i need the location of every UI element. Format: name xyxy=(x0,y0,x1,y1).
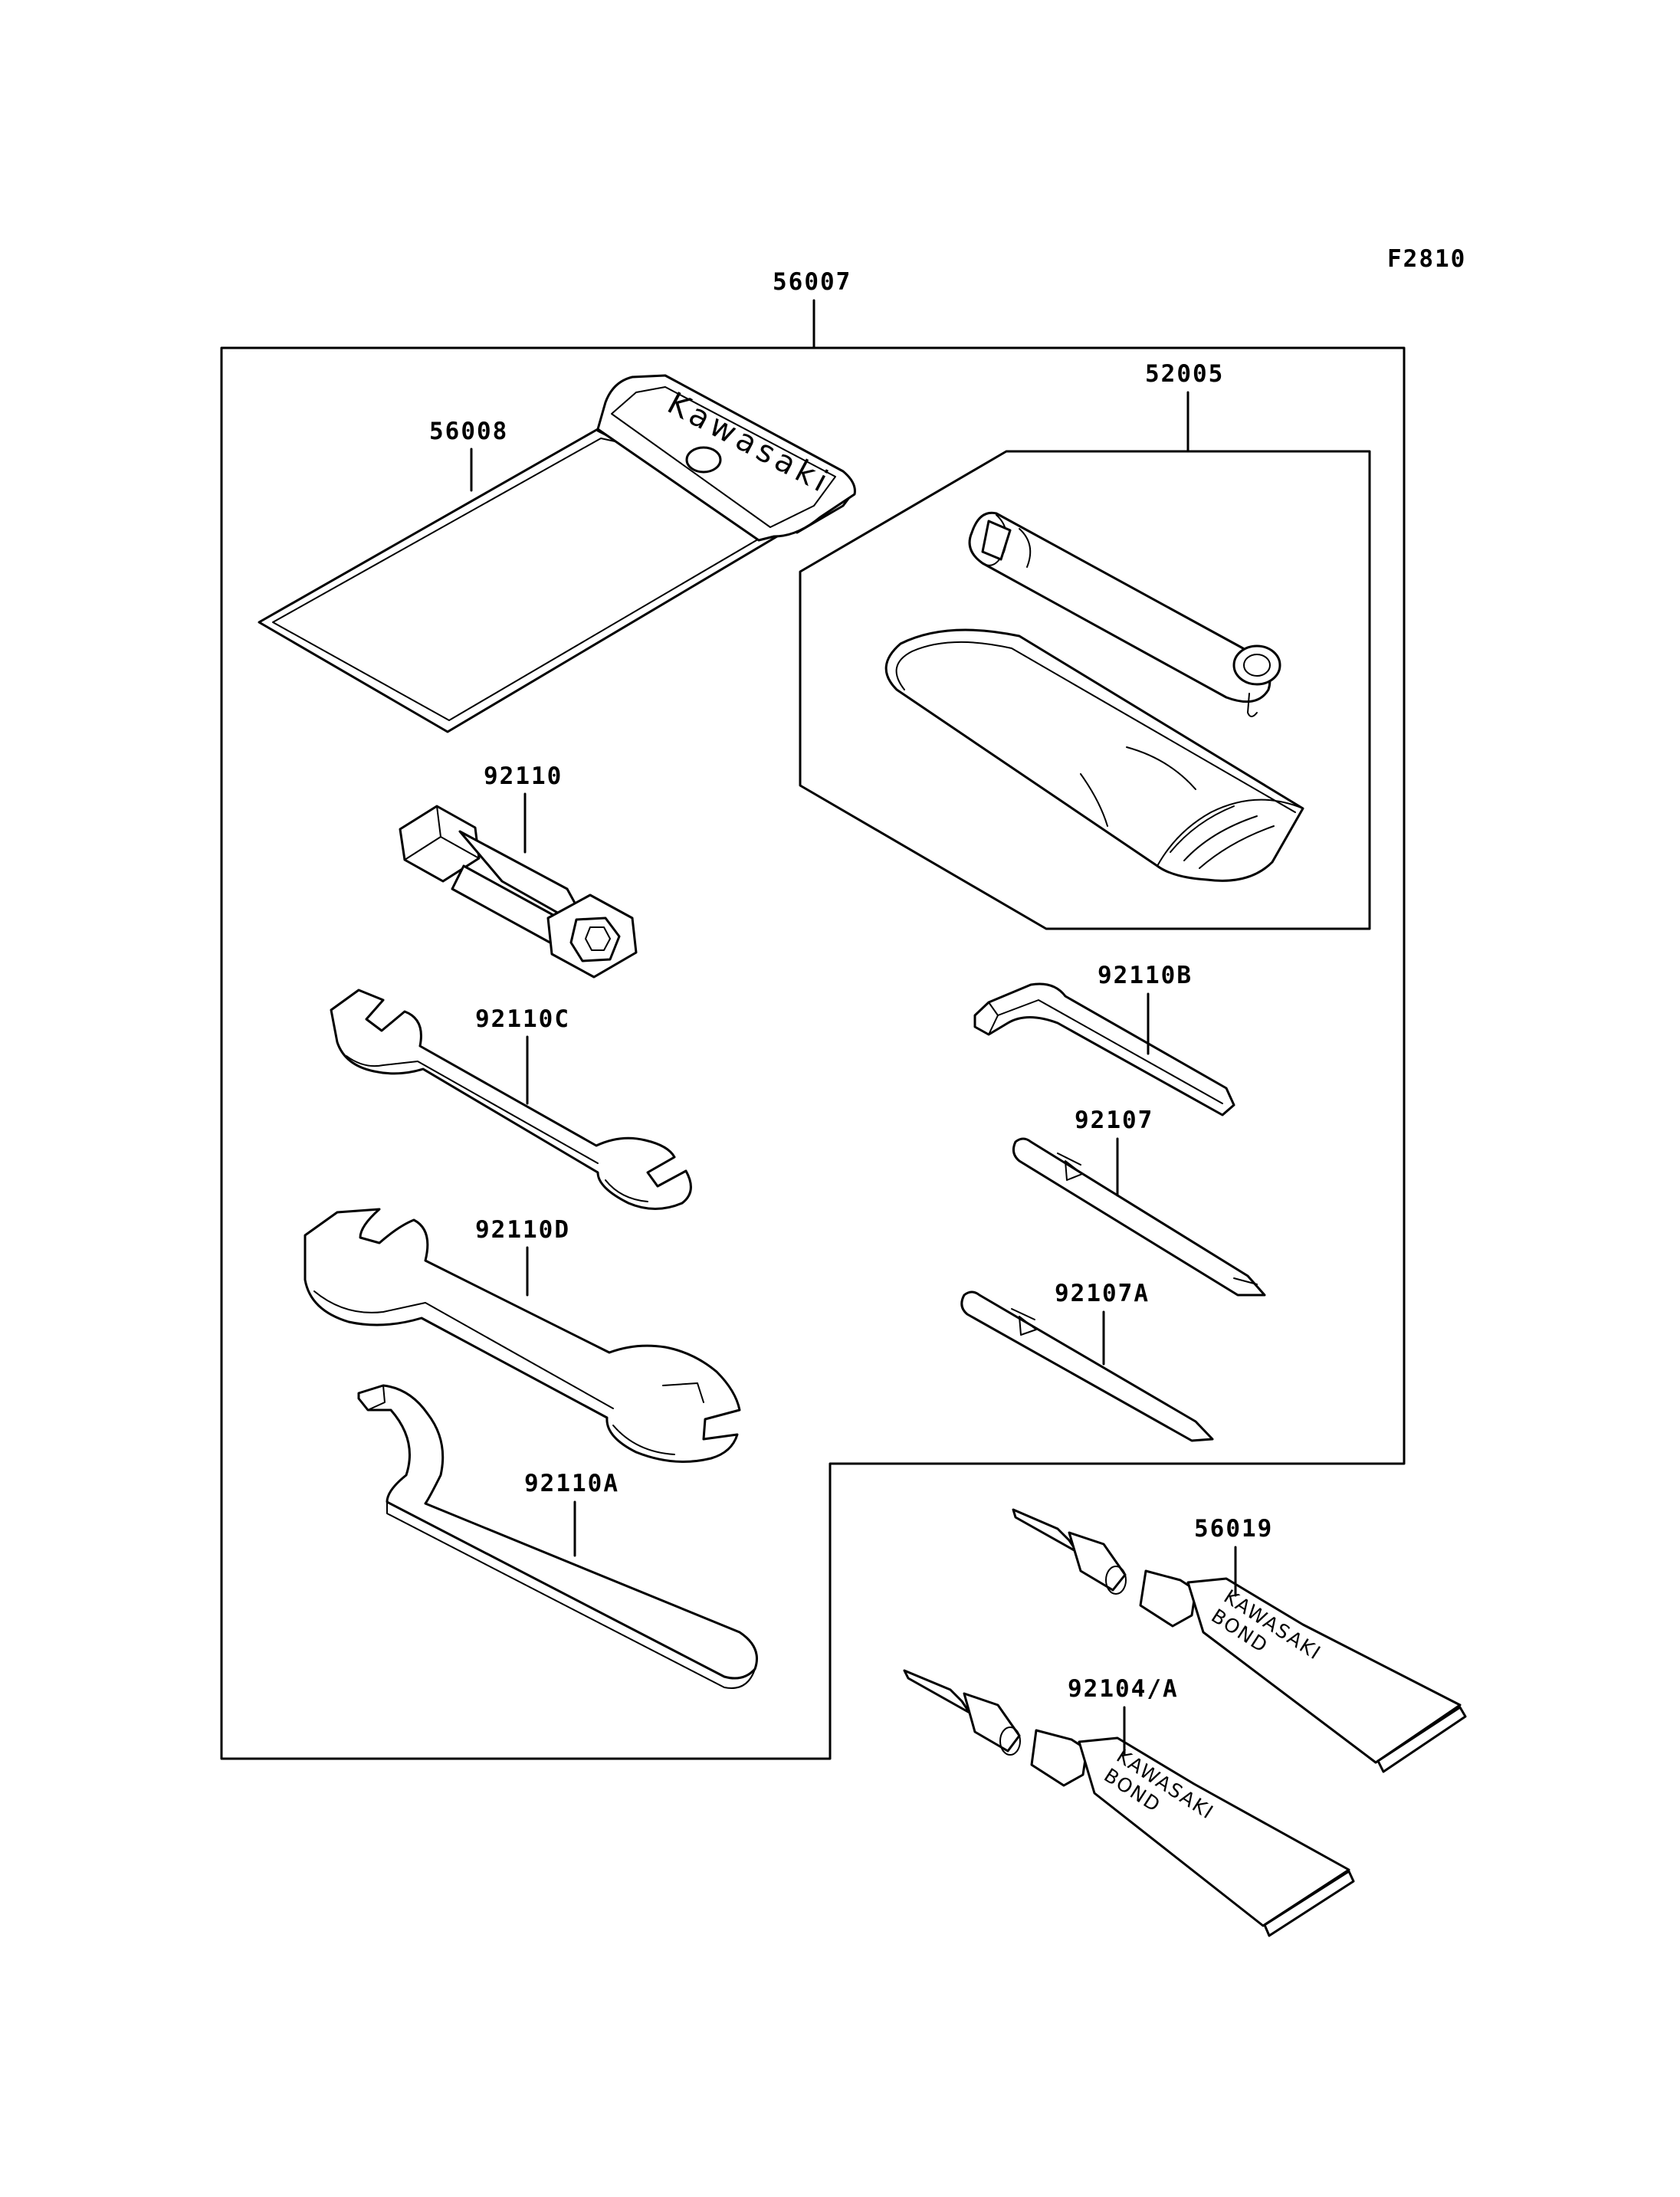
figure-code: F2810 xyxy=(1387,245,1466,273)
part-number-56019: 56019 xyxy=(1194,1515,1273,1543)
hook-spanner-92110a[interactable] xyxy=(357,1384,758,1689)
callout-92104a[interactable]: 92104/A xyxy=(1068,1675,1179,1756)
callout-92110a[interactable]: 92110A xyxy=(524,1470,619,1557)
callout-92110[interactable]: 92110 xyxy=(484,762,563,854)
tool-pouch-56008[interactable]: Kawasaki xyxy=(258,374,856,733)
part-number-92110b: 92110B xyxy=(1098,962,1193,989)
part-number-52005: 52005 xyxy=(1145,360,1224,388)
screwdriver-bit-92107a[interactable] xyxy=(960,1290,1214,1442)
tool-kit-outline xyxy=(220,346,1406,1760)
screwdriver-bit-92107[interactable] xyxy=(1012,1137,1266,1297)
pouch-snap-button xyxy=(685,446,722,474)
part-number-92107: 92107 xyxy=(1075,1107,1153,1134)
part-number-92110d: 92110D xyxy=(475,1216,570,1244)
sub-box-52005-outline xyxy=(799,450,1371,930)
callout-56008[interactable]: 56008 xyxy=(429,418,508,492)
callout-92107a[interactable]: 92107A xyxy=(1055,1280,1150,1366)
tool-tube-52005[interactable] xyxy=(968,511,1281,717)
callout-92107[interactable]: 92107 xyxy=(1075,1107,1153,1197)
callout-92110c[interactable]: 92110C xyxy=(475,1005,570,1105)
callout-92110b[interactable]: 92110B xyxy=(1098,962,1193,1055)
bond-tube-92104a[interactable]: KAWASAKI BOND xyxy=(903,1669,1355,1937)
hex-key-92110b[interactable] xyxy=(973,982,1235,1117)
callout-92110d[interactable]: 92110D xyxy=(475,1216,570,1297)
callout-56007[interactable]: 56007 xyxy=(773,268,851,349)
tool-bag-52005[interactable] xyxy=(884,628,1304,882)
plug-wrench-92110[interactable] xyxy=(399,805,638,979)
part-number-56008: 56008 xyxy=(429,418,508,445)
callout-52005[interactable]: 52005 xyxy=(1145,360,1224,453)
bond-tube-56019[interactable]: KAWASAKI BOND xyxy=(1012,1508,1467,1773)
callout-56019[interactable]: 56019 xyxy=(1194,1515,1273,1597)
open-end-wrench-92110c[interactable] xyxy=(330,989,692,1210)
part-number-92110: 92110 xyxy=(484,762,563,790)
part-number-92110a: 92110A xyxy=(524,1470,619,1497)
part-number-56007: 56007 xyxy=(773,268,851,296)
open-end-wrench-92110d[interactable] xyxy=(304,1208,741,1463)
part-number-92110c: 92110C xyxy=(475,1005,570,1033)
part-number-92104a: 92104/A xyxy=(1068,1675,1179,1703)
part-number-92107a: 92107A xyxy=(1055,1280,1150,1307)
